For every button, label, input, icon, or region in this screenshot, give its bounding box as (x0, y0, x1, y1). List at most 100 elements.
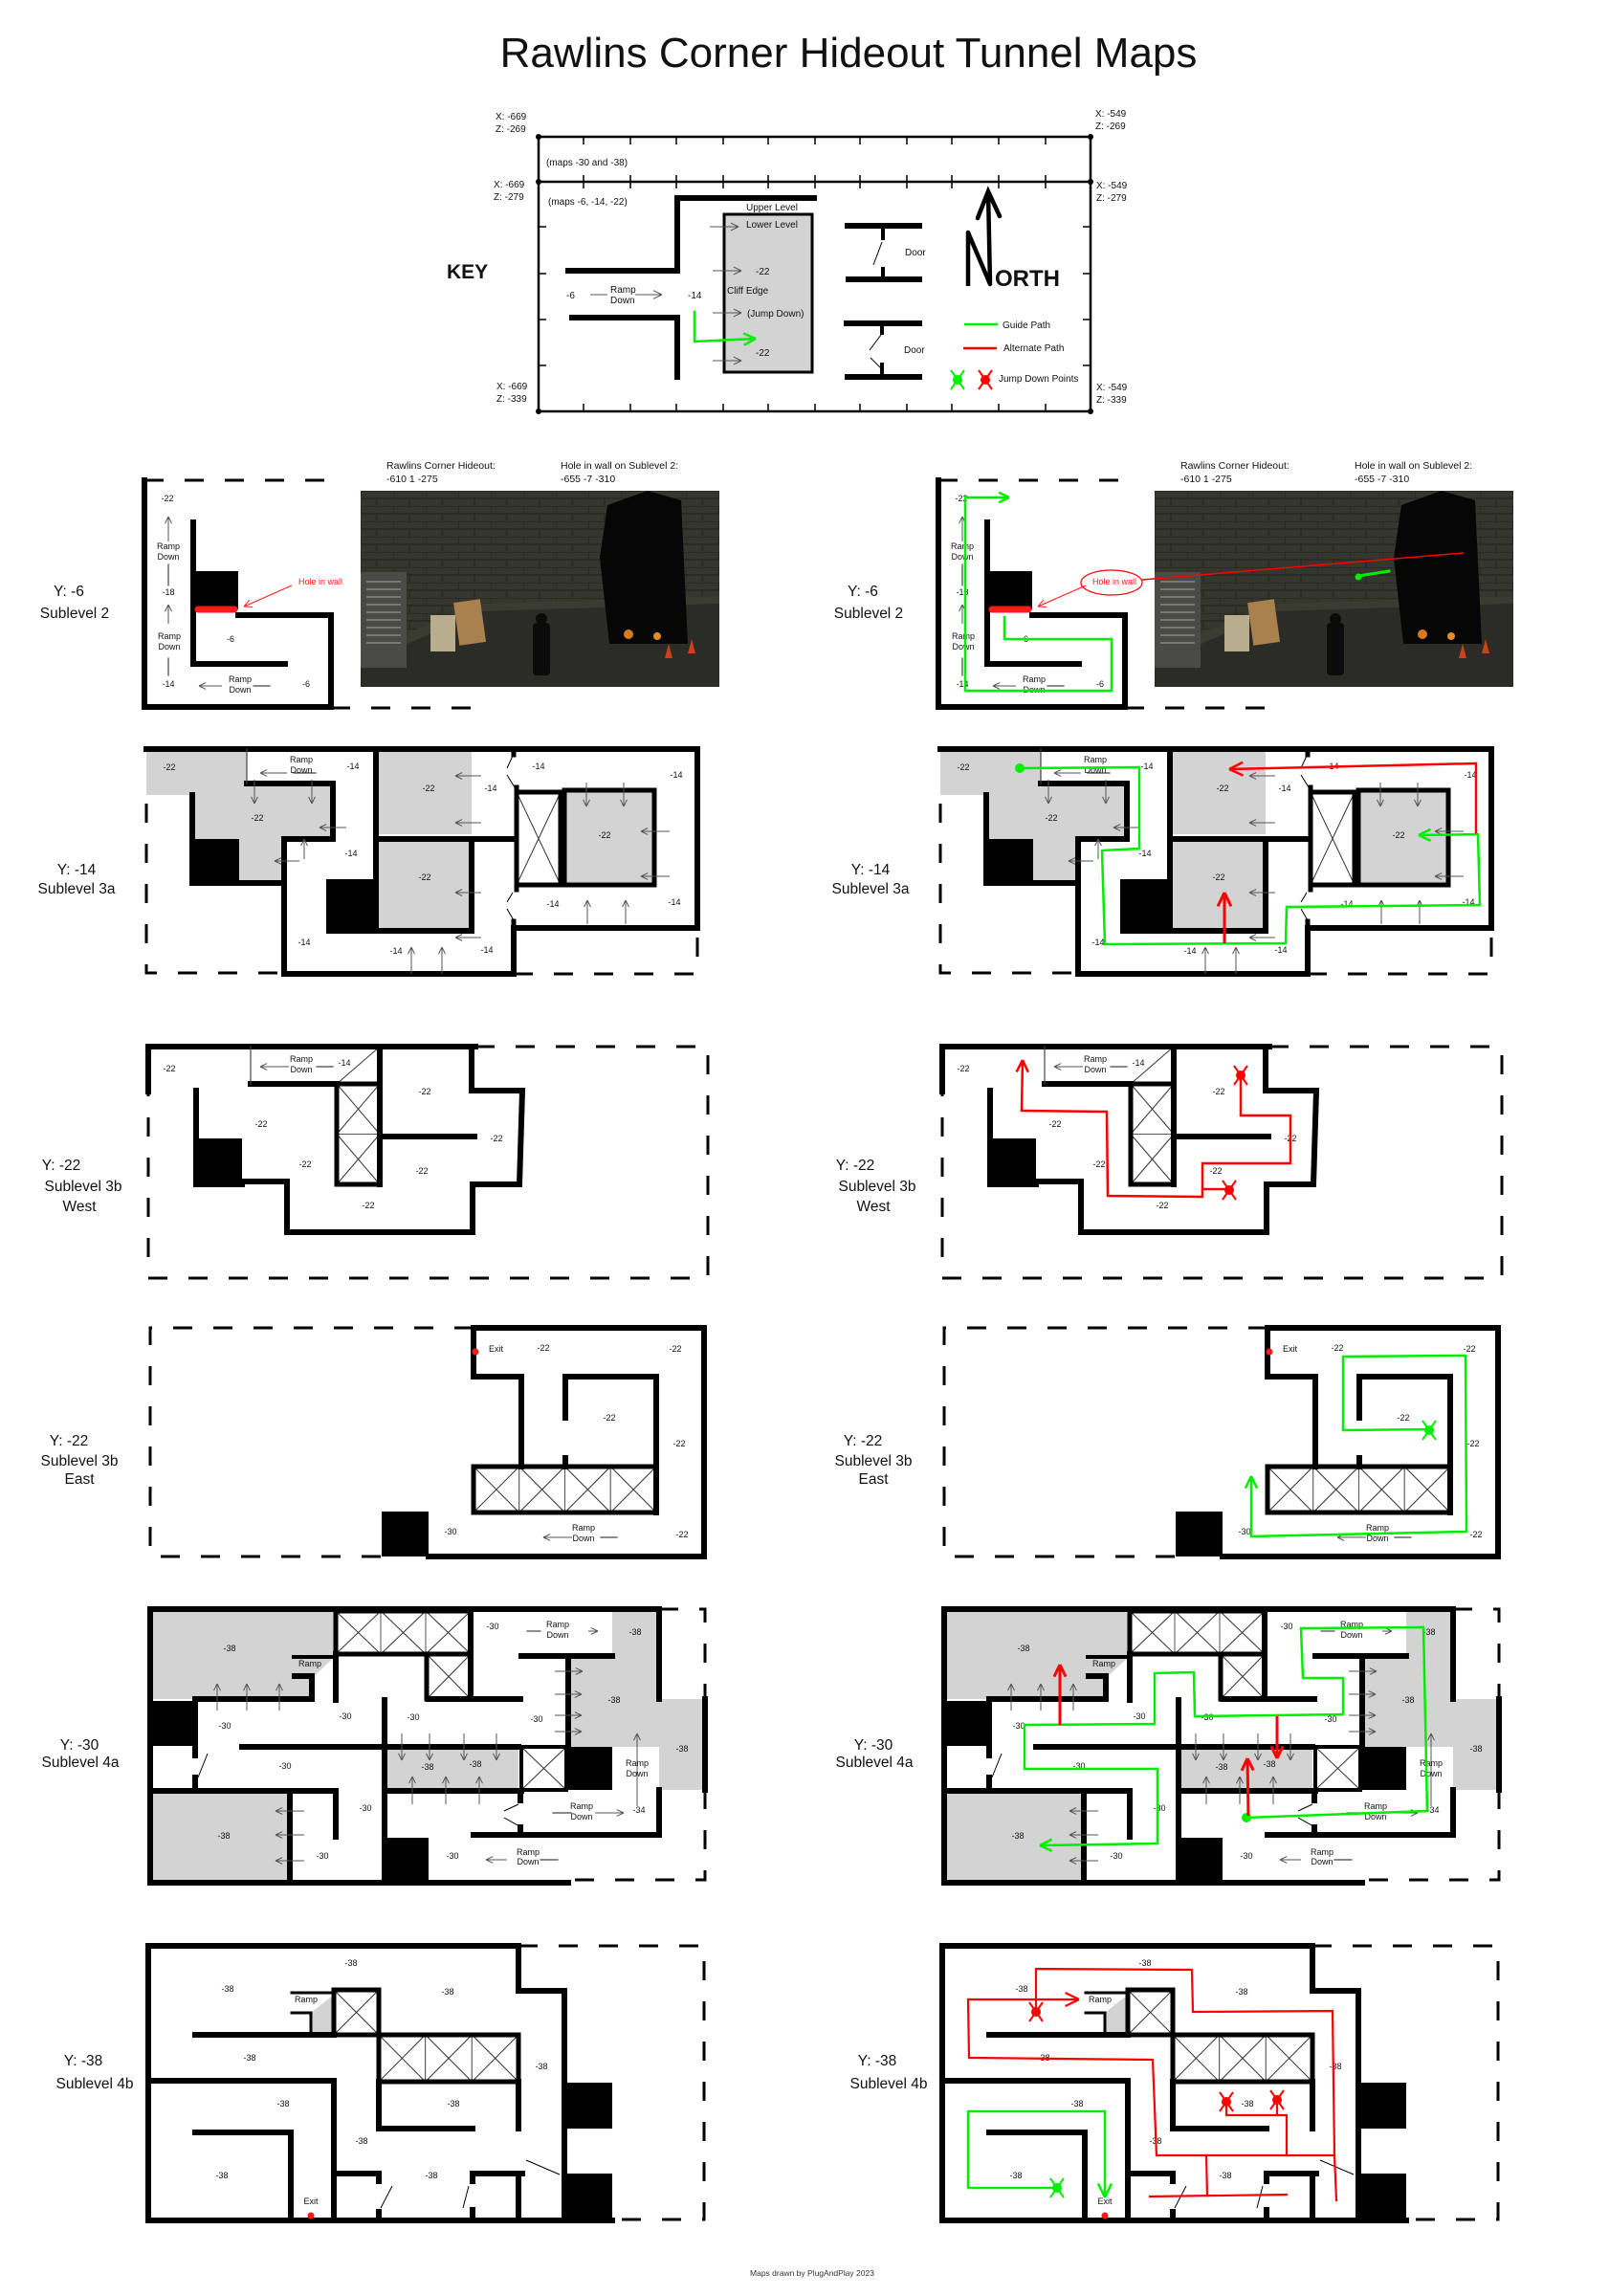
exit-marker (307, 2212, 315, 2219)
ramp-label: Down (610, 296, 635, 306)
direction-arrow-icon (713, 308, 742, 318)
map-label: -38 (217, 1831, 230, 1841)
map-label: -22 (1331, 1343, 1343, 1353)
map-label: -38 (1219, 2171, 1231, 2180)
wall (941, 1606, 1365, 1886)
map-label: -6 (1096, 679, 1104, 689)
direction-arrow-icon (1248, 819, 1275, 827)
green-jump-point-icon (1422, 1420, 1437, 1441)
direction-arrow-icon (198, 682, 222, 690)
map-label: -38 (441, 1987, 453, 1997)
map-boundary-dashed (1362, 1790, 1501, 1882)
map-label: Ramp (572, 1523, 595, 1533)
map-label: -34 (1426, 1805, 1439, 1815)
wall (569, 315, 680, 380)
map-y-level: Y: -14 (851, 862, 891, 878)
exit-marker (1266, 1348, 1273, 1356)
green-jump-point-icon (950, 369, 965, 390)
guide-path (966, 2109, 1107, 2190)
door-label: Door (905, 248, 926, 258)
map-y-level: Y: -6 (848, 584, 878, 600)
direction-arrow-icon (1053, 1063, 1083, 1071)
solid-block (1362, 1747, 1406, 1790)
map-label: -22 (603, 1413, 615, 1423)
map-label: -38 (425, 2171, 437, 2180)
lower-level-area (564, 790, 654, 885)
photo-caption-title: Rawlins Corner Hideout: (386, 460, 496, 472)
corner-coordinate: Z: -269 (496, 124, 526, 135)
direction-arrow-icon (1068, 857, 1093, 865)
direction-arrow-icon (165, 604, 172, 624)
direction-arrow-icon (493, 1733, 500, 1761)
direction-arrow-icon (1349, 1728, 1377, 1735)
cliff-edge-label: Cliff Edge (727, 286, 769, 297)
guide-start-point (1242, 1813, 1251, 1822)
guide-path (1018, 765, 1482, 946)
direction-arrow-icon (555, 1711, 583, 1719)
map-label: -22 (1463, 1344, 1475, 1354)
alternate-path (1141, 552, 1465, 581)
direction-arrow-icon (275, 1807, 304, 1815)
map-boundary-dashed (938, 804, 1078, 975)
crossed-block (1128, 1081, 1177, 1187)
direction-arrow-icon (475, 1776, 483, 1804)
map-label: Down (1364, 1812, 1386, 1821)
lower-level-area (1170, 749, 1266, 834)
route-overlay (1015, 761, 1482, 946)
solid-block (1176, 1512, 1223, 1556)
map-boundary-dashed (1453, 1607, 1501, 1699)
wall (426, 1325, 707, 1559)
route-overlay (1023, 1625, 1429, 1853)
map-y-level: Y: -22 (42, 1158, 81, 1174)
guide-arrow-icon (1244, 1475, 1259, 1536)
alternate-arrow-icon (1052, 1664, 1068, 1725)
upper-level-label: Upper Level (746, 203, 798, 213)
wall (1120, 836, 1268, 934)
map-label: -38 (535, 2062, 547, 2071)
wall (1038, 746, 1494, 977)
map-label: -22 (418, 872, 430, 882)
map-name: Sublevel 4b (849, 2076, 927, 2092)
map-label: -22 (1209, 1166, 1222, 1176)
corner-marker (1088, 408, 1093, 414)
map-label: Down (952, 642, 974, 651)
guide-arrow-icon (1096, 2111, 1113, 2198)
map-label: Down (158, 642, 180, 651)
map-label: -38 (223, 1644, 235, 1653)
map-label: -22 (1397, 1413, 1409, 1423)
direction-arrow-icon (1202, 1776, 1210, 1804)
map-label: Ramp (1311, 1847, 1333, 1857)
map-label: Ramp (229, 674, 252, 684)
guide-arrow-icon (965, 491, 1010, 504)
wall (471, 1787, 662, 1838)
crossed-block (519, 1745, 568, 1792)
door-symbol-icon (844, 320, 922, 380)
direction-arrow-icon (398, 1733, 406, 1761)
map-name: West (856, 1199, 891, 1215)
crossed-block (514, 789, 563, 888)
map-boundary-dashed (659, 1607, 707, 1699)
direction-arrow-icon (251, 780, 258, 805)
map-label: -38 (1401, 1695, 1414, 1705)
solid-block (986, 839, 1033, 883)
lower-level-area (1170, 839, 1266, 931)
guide-path (1356, 569, 1391, 578)
alternate-path (1204, 2153, 1209, 2197)
map-y-level: Y: -22 (836, 1158, 875, 1174)
exit-marker (1101, 2212, 1109, 2219)
solid-block (1123, 882, 1170, 931)
lower-level-area (150, 1792, 290, 1881)
guide-path (1023, 1625, 1429, 1845)
direction-arrow-icon (1053, 769, 1081, 777)
wall (239, 1044, 526, 1235)
map-label: -22 (490, 1134, 502, 1143)
wall (326, 836, 474, 934)
map-label: -38 (1070, 2099, 1083, 2108)
corner-coordinate: Z: -339 (1096, 395, 1127, 406)
map-boundary-dashed (144, 804, 284, 975)
map-label: -38 (344, 1958, 357, 1968)
direction-arrow-icon (319, 824, 346, 831)
map-label: -38 (447, 2099, 459, 2108)
